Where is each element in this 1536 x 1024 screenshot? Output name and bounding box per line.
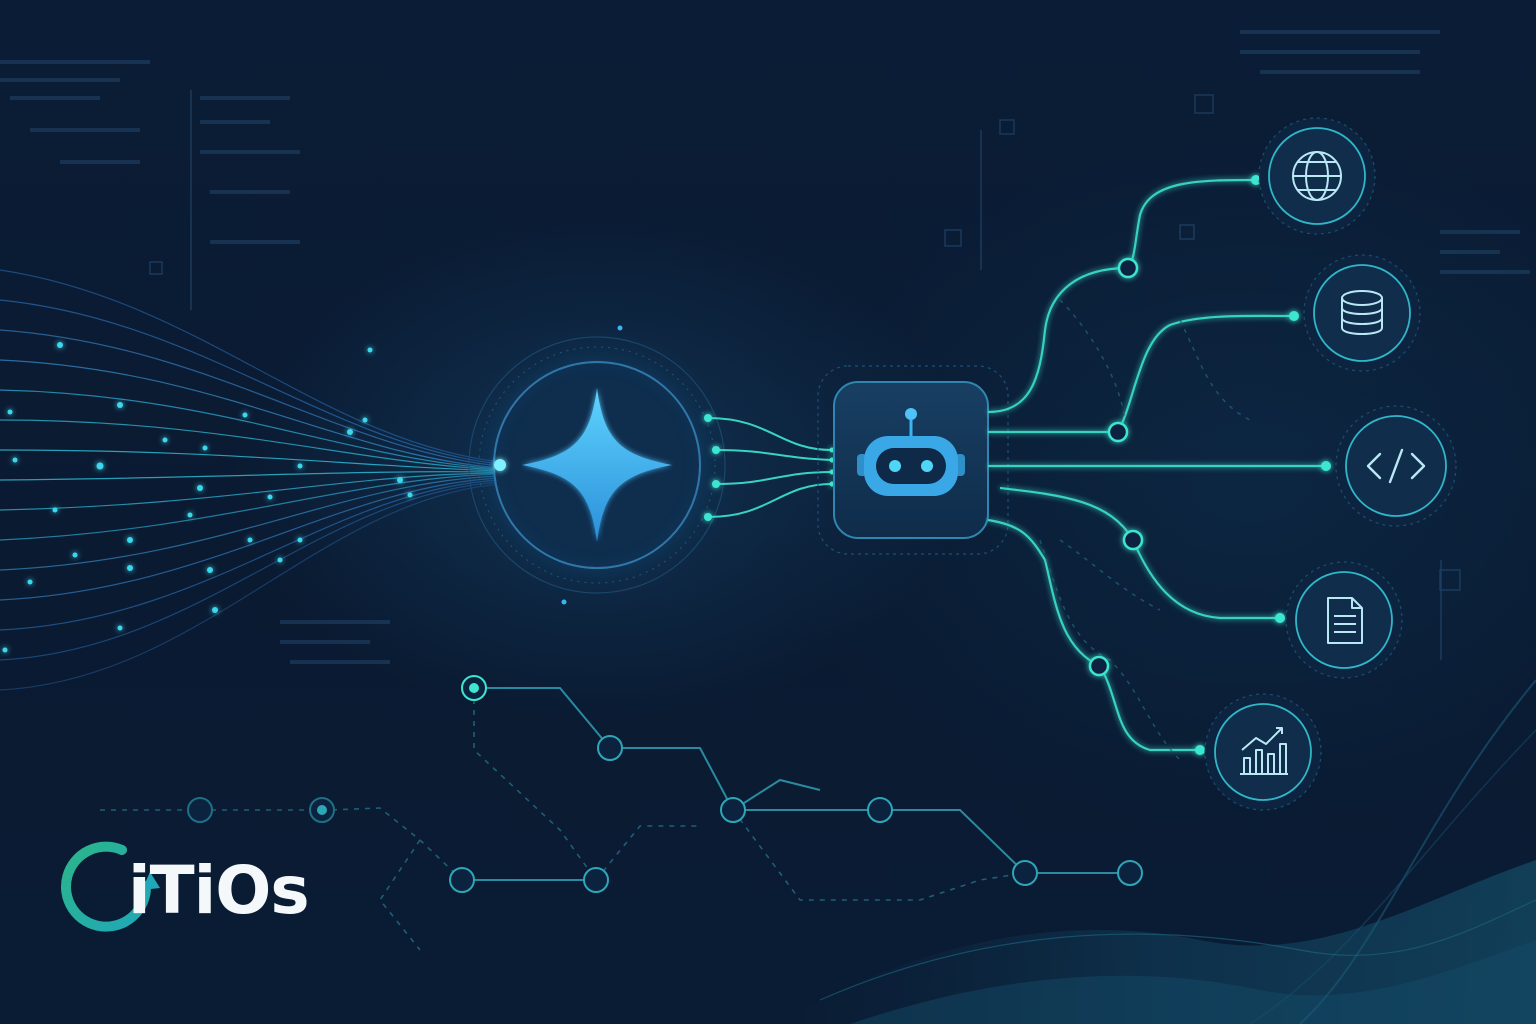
background-data-grid	[0, 30, 1530, 664]
circuit-path-dashed	[100, 688, 1026, 951]
tool-node-web	[1258, 117, 1376, 235]
agent-node	[817, 365, 1009, 555]
tool-node-database	[1303, 254, 1421, 372]
branch-dashed-echo	[1039, 299, 1251, 761]
tool-node-document	[1285, 561, 1403, 679]
core-link-points	[704, 414, 835, 521]
brand-wordmark: iTiOs	[128, 852, 310, 929]
agent-to-tools-links	[987, 178, 1326, 752]
ai-core-node	[437, 305, 757, 625]
branch-endpoints	[1195, 175, 1331, 755]
database-icon	[1341, 290, 1383, 335]
input-data-streams	[0, 269, 501, 691]
globe-icon	[1292, 151, 1342, 201]
brand-logo-mark	[61, 841, 160, 932]
branch-junctions	[1088, 257, 1144, 677]
chart-icon	[1240, 727, 1288, 775]
tool-node-analytics	[1204, 693, 1322, 811]
circuit-path	[462, 687, 1130, 881]
sparkle-star-icon	[522, 388, 672, 542]
tool-node-code	[1335, 405, 1457, 527]
code-icon	[1366, 448, 1426, 484]
robot-icon	[857, 408, 965, 496]
input-data-points	[2, 342, 413, 653]
bottom-wave	[780, 679, 1536, 1024]
circuit-nodes	[187, 675, 1143, 893]
document-icon	[1327, 597, 1363, 644]
core-to-agent-links	[707, 417, 833, 518]
